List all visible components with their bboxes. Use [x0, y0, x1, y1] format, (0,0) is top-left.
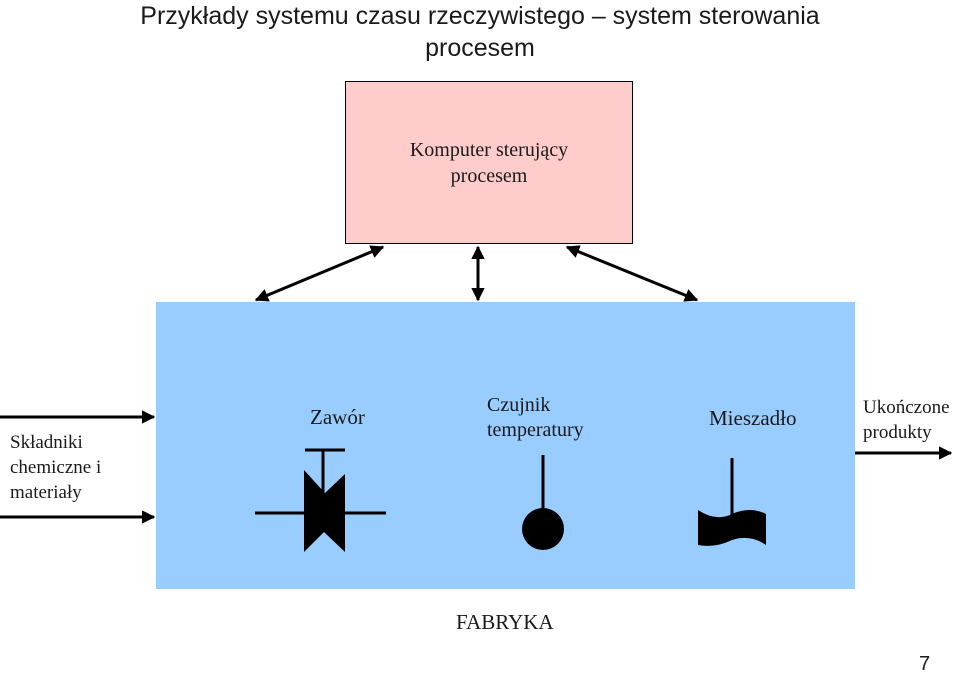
- outputs-label: Ukończone produkty: [863, 395, 950, 445]
- slide-title: Przykłady systemu czasu rzeczywistego – …: [0, 0, 960, 64]
- computer-box: Komputer sterujący procesem: [345, 81, 633, 244]
- slide-title-line2: procesem: [425, 34, 535, 62]
- computer-label: Komputer sterujący procesem: [389, 137, 589, 189]
- inputs-label-line1: Składniki: [10, 432, 83, 453]
- link-arrow-mixer: [565, 245, 699, 302]
- valve-icon: [255, 448, 386, 552]
- temperature-sensor-icon: [522, 455, 564, 550]
- mixer-icon: [698, 458, 766, 546]
- inputs-label: Składniki chemiczne i materiały: [10, 430, 101, 505]
- factory-box: [156, 302, 855, 589]
- computer-label-line2: procesem: [450, 164, 528, 187]
- sensor-label-line2: temperatury: [487, 419, 584, 441]
- mixer-label: Mieszadło: [709, 406, 797, 430]
- valve-label: Zawór: [310, 405, 365, 429]
- inputs-label-line2: chemiczne i: [10, 457, 102, 478]
- slide-title-line1: Przykłady systemu czasu rzeczywistego – …: [140, 2, 820, 30]
- sensor-label-line1: Czujnik: [487, 394, 551, 416]
- sensor-label: Czujnik temperatury: [487, 393, 584, 443]
- link-arrow-valve: [254, 245, 385, 302]
- page-number: 7: [919, 653, 931, 675]
- outputs-label-line1: Ukończone: [863, 397, 950, 418]
- factory-label: FABRYKA: [456, 610, 554, 634]
- inputs-label-line3: materiały: [10, 482, 82, 503]
- outputs-label-line2: produkty: [863, 422, 932, 443]
- computer-label-line1: Komputer sterujący: [409, 138, 569, 161]
